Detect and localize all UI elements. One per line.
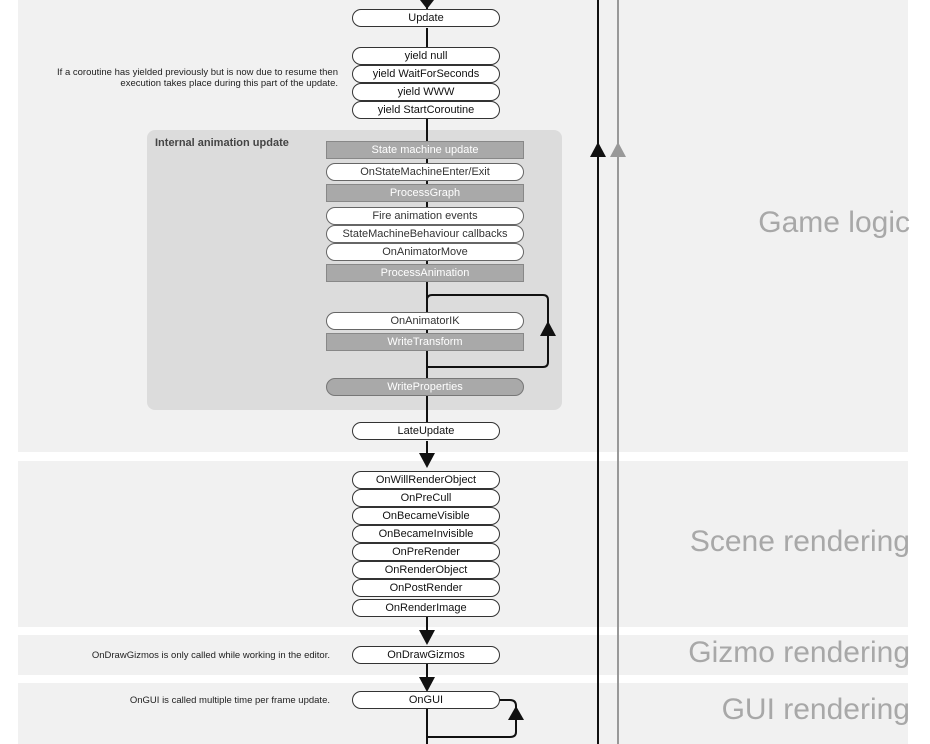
arrow-down-icon bbox=[420, 0, 434, 9]
arrow-down-icon bbox=[419, 630, 435, 645]
label-gui-rendering: GUI rendering bbox=[721, 693, 910, 726]
node-process-graph: ProcessGraph bbox=[326, 184, 524, 202]
node-write-transform: WriteTransform bbox=[326, 333, 524, 351]
label-game-logic: Game logic bbox=[758, 206, 910, 239]
node-yield-waitforseconds: yield WaitForSeconds bbox=[352, 65, 500, 83]
node-on-animator-ik: OnAnimatorIK bbox=[326, 312, 524, 330]
node-on-will-render-object: OnWillRenderObject bbox=[352, 471, 500, 489]
node-state-machine-update: State machine update bbox=[326, 141, 524, 159]
note-gizmos: OnDrawGizmos is only called while workin… bbox=[91, 650, 330, 661]
node-on-became-visible: OnBecameVisible bbox=[352, 507, 500, 525]
node-on-animator-move: OnAnimatorMove bbox=[326, 243, 524, 261]
label-gizmo-rendering: Gizmo rendering bbox=[688, 636, 910, 669]
node-yield-null: yield null bbox=[352, 47, 500, 65]
node-on-draw-gizmos: OnDrawGizmos bbox=[352, 646, 500, 664]
node-on-post-render: OnPostRender bbox=[352, 579, 500, 597]
node-write-properties: WriteProperties bbox=[326, 378, 524, 396]
arrow-up-icon bbox=[590, 142, 606, 157]
node-on-state-machine-enter-exit: OnStateMachineEnter/Exit bbox=[326, 163, 524, 181]
animation-panel-title: Internal animation update bbox=[155, 137, 289, 149]
node-on-became-invisible: OnBecameInvisible bbox=[352, 525, 500, 543]
node-on-gui: OnGUI bbox=[352, 691, 500, 709]
node-process-animation: ProcessAnimation bbox=[326, 264, 524, 282]
node-yield-startcoroutine: yield StartCoroutine bbox=[352, 101, 500, 119]
arrow-up-icon bbox=[508, 706, 524, 720]
arrow-up-grey-icon bbox=[610, 142, 626, 157]
note-gui: OnGUI is called multiple time per frame … bbox=[129, 695, 330, 706]
node-on-render-image: OnRenderImage bbox=[352, 599, 500, 617]
node-late-update: LateUpdate bbox=[352, 422, 500, 440]
arrow-up-icon bbox=[540, 321, 556, 336]
arrow-down-icon bbox=[419, 453, 435, 468]
node-on-pre-cull: OnPreCull bbox=[352, 489, 500, 507]
node-on-pre-render: OnPreRender bbox=[352, 543, 500, 561]
node-update: Update bbox=[352, 9, 500, 27]
node-fire-animation-events: Fire animation events bbox=[326, 207, 524, 225]
label-scene-rendering: Scene rendering bbox=[689, 525, 910, 558]
node-yield-www: yield WWW bbox=[352, 83, 500, 101]
node-smb-callbacks: StateMachineBehaviour callbacks bbox=[326, 225, 524, 243]
arrow-down-icon bbox=[419, 677, 435, 692]
note-coroutine: If a coroutine has yielded previously bu… bbox=[57, 67, 338, 89]
node-on-render-object: OnRenderObject bbox=[352, 561, 500, 579]
